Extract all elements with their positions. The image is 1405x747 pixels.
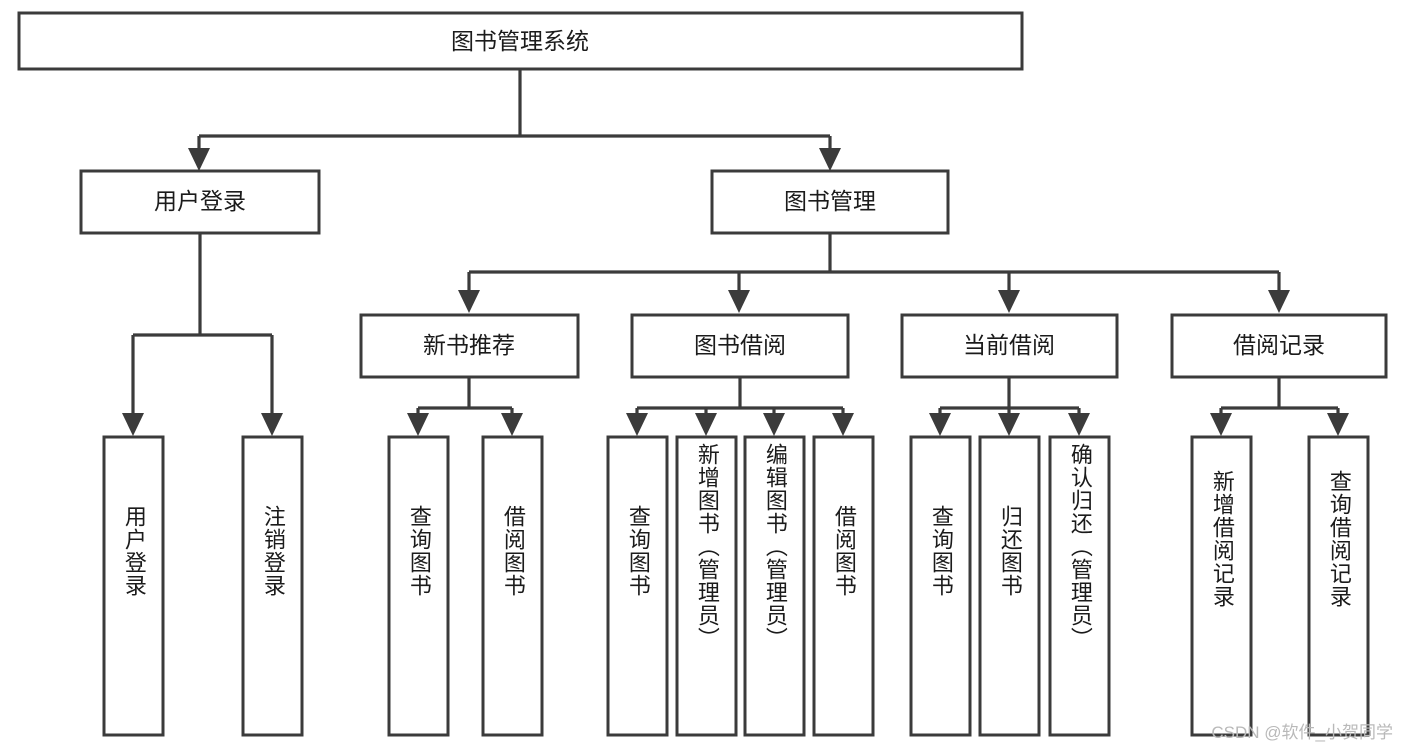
node-book-management[interactable]: 图书管理 bbox=[710, 169, 950, 235]
node-new-book-recommend-label: 新书推荐 bbox=[423, 332, 515, 358]
arrow-head-bookborrow-add bbox=[695, 413, 717, 436]
arrow-head-newbook-borrow bbox=[501, 413, 523, 436]
node-book-management-label: 图书管理 bbox=[784, 188, 876, 214]
node-root-label: 图书管理系统 bbox=[451, 28, 589, 54]
connector-group-new-book-recommend bbox=[407, 377, 523, 436]
connector-group-book-management bbox=[458, 233, 1290, 313]
node-borrow-records-box[interactable] bbox=[1170, 313, 1388, 379]
connector-group-root bbox=[188, 69, 841, 171]
connector-group-borrow-records bbox=[1210, 377, 1349, 436]
node-borrow-records[interactable]: 借阅记录 bbox=[1170, 313, 1388, 379]
arrow-head-bookborrow-query bbox=[626, 413, 648, 436]
node-book-borrow-box[interactable] bbox=[630, 313, 850, 379]
leaf-box-bookborrow-add-book[interactable] bbox=[675, 435, 738, 737]
leaf-box-user-login[interactable] bbox=[102, 435, 165, 737]
node-book-borrow[interactable]: 图书借阅 bbox=[630, 313, 850, 379]
node-new-book-recommend-box[interactable] bbox=[359, 313, 580, 379]
connector-group-current-borrow bbox=[929, 377, 1090, 436]
arrow-head-new-book-rec bbox=[458, 290, 480, 313]
leaf-box-current-query-book[interactable] bbox=[909, 435, 972, 737]
arrow-head-user-login bbox=[188, 148, 210, 171]
leaf-box-records-query-record[interactable] bbox=[1307, 435, 1370, 737]
connector-group-book-borrow bbox=[626, 377, 854, 436]
arrow-head-bookborrow-borrow bbox=[832, 413, 854, 436]
node-borrow-records-label: 借阅记录 bbox=[1233, 332, 1325, 358]
leaf-box-current-confirm-return[interactable] bbox=[1048, 435, 1111, 737]
arrow-head-borrow-records bbox=[1268, 290, 1290, 313]
leaf-box-newbook-borrow-book[interactable] bbox=[481, 435, 544, 737]
arrow-head-book-mgmt bbox=[819, 148, 841, 171]
node-current-borrow[interactable]: 当前借阅 bbox=[900, 313, 1119, 379]
node-new-book-recommend[interactable]: 新书推荐 bbox=[359, 313, 580, 379]
node-book-borrow-label: 图书借阅 bbox=[694, 332, 786, 358]
leaf-box-newbook-query-book[interactable] bbox=[387, 435, 450, 737]
node-root[interactable]: 图书管理系统 bbox=[17, 11, 1024, 71]
arrow-head-newbook-query bbox=[407, 413, 429, 436]
node-current-borrow-label: 当前借阅 bbox=[963, 332, 1055, 358]
arrow-head-borrowrecords-query bbox=[1327, 413, 1349, 436]
arrow-head-leaf-user-login bbox=[122, 413, 144, 436]
arrow-head-book-borrow bbox=[728, 290, 750, 313]
watermark-text: CSDN @软件_小贺同学 bbox=[1211, 723, 1393, 742]
leaf-box-current-return-book[interactable] bbox=[978, 435, 1041, 737]
arrow-head-currentborrow-return bbox=[998, 413, 1020, 436]
node-book-management-box[interactable] bbox=[710, 169, 950, 235]
leaf-box-bookborrow-query-book[interactable] bbox=[606, 435, 669, 737]
connector-group-user-login bbox=[122, 233, 283, 436]
arrow-head-borrowrecords-add bbox=[1210, 413, 1232, 436]
leaf-boxes bbox=[102, 435, 1370, 737]
arrow-head-leaf-logout bbox=[261, 413, 283, 436]
node-current-borrow-box[interactable] bbox=[900, 313, 1119, 379]
leaf-box-bookborrow-edit-book[interactable] bbox=[743, 435, 806, 737]
leaf-box-logout[interactable] bbox=[241, 435, 304, 737]
leaf-box-records-add-record[interactable] bbox=[1190, 435, 1253, 737]
arrow-head-bookborrow-edit bbox=[763, 413, 785, 436]
arrow-head-currentborrow-query bbox=[929, 413, 951, 436]
leaf-box-bookborrow-borrow-book[interactable] bbox=[812, 435, 875, 737]
node-root-box[interactable] bbox=[17, 11, 1024, 71]
node-user-login[interactable]: 用户登录 bbox=[79, 169, 321, 235]
arrow-head-currentborrow-confirm bbox=[1068, 413, 1090, 436]
arrow-head-current-borrow bbox=[998, 290, 1020, 313]
node-user-login-label: 用户登录 bbox=[154, 188, 246, 214]
